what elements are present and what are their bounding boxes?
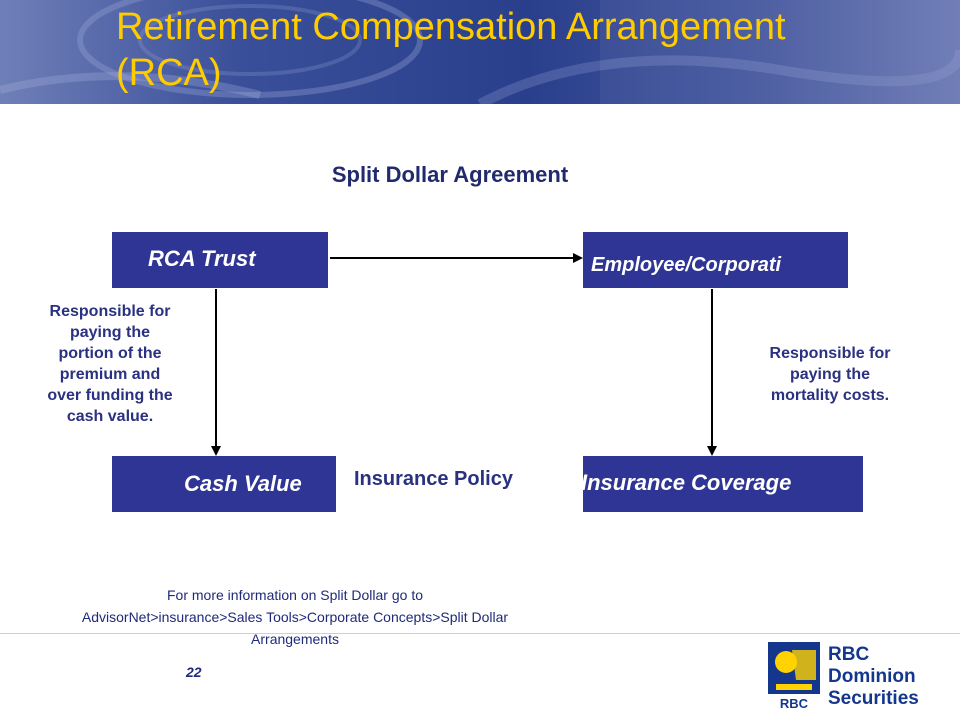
node-employee-corporation-label: Employee/Corporati xyxy=(591,254,782,276)
banner-texture xyxy=(0,0,960,104)
note-right: Responsible for paying the mortality cos… xyxy=(730,343,930,406)
node-insurance-coverage-label: Insurance Coverage xyxy=(583,470,792,495)
footer-info-line: AdvisorNet>insurance>Sales Tools>Corpora… xyxy=(81,609,509,625)
note-left: Responsible for paying the portion of th… xyxy=(10,301,210,427)
note-left-line: premium and xyxy=(59,366,161,383)
page-title: Retirement Compensation Arrangement (RCA… xyxy=(116,4,936,96)
note-left-line: paying the xyxy=(69,324,150,341)
page-number: 22 xyxy=(186,664,202,680)
node-insurance-coverage: Insurance Coverage xyxy=(583,456,863,512)
footer-info: For more information on Split Dollar go … xyxy=(0,584,590,650)
node-rca-trust-label: RCA Trust xyxy=(148,246,256,271)
note-left-line: over funding the xyxy=(47,387,173,404)
rbc-shield-icon: RBC xyxy=(768,642,820,711)
insurance-policy-label: Insurance Policy xyxy=(354,468,513,490)
rbc-logo: RBC RBC Dominion Securities xyxy=(766,640,956,716)
node-employee-corporation: Employee/Corporati xyxy=(583,232,848,288)
diagram-subtitle: Split Dollar Agreement xyxy=(331,162,569,187)
title-line-1: Retirement Compensation Arrangement xyxy=(116,6,786,48)
node-cash-value-label: Cash Value xyxy=(184,471,302,496)
rbc-wordmark-line: Dominion xyxy=(828,666,916,687)
footer-info-line: For more information on Split Dollar go … xyxy=(167,587,423,603)
rbc-wordmark: RBC Dominion Securities xyxy=(828,644,919,710)
note-left-line: portion of the xyxy=(58,345,162,362)
arrowhead-cash xyxy=(211,446,221,456)
rbc-wordmark-line: RBC xyxy=(828,644,870,665)
rbc-mark-text: RBC xyxy=(780,696,809,711)
rbc-wordmark-line: Securities xyxy=(828,688,919,709)
node-rca-trust: RCA Trust xyxy=(112,232,328,288)
note-right-line: mortality costs. xyxy=(770,387,890,404)
title-line-2: (RCA) xyxy=(116,52,222,94)
footer-divider xyxy=(0,633,960,634)
arrowhead-employee xyxy=(573,253,583,263)
note-right-line: Responsible for xyxy=(769,345,891,362)
header-banner: Retirement Compensation Arrangement (RCA… xyxy=(0,0,960,104)
note-left-line: Responsible for xyxy=(49,303,171,320)
arrowhead-coverage xyxy=(707,446,717,456)
node-cash-value: Cash Value xyxy=(112,456,336,512)
note-left-line: cash value. xyxy=(66,408,154,425)
note-right-line: paying the xyxy=(789,366,870,383)
footer-info-line: Arrangements xyxy=(251,631,339,647)
